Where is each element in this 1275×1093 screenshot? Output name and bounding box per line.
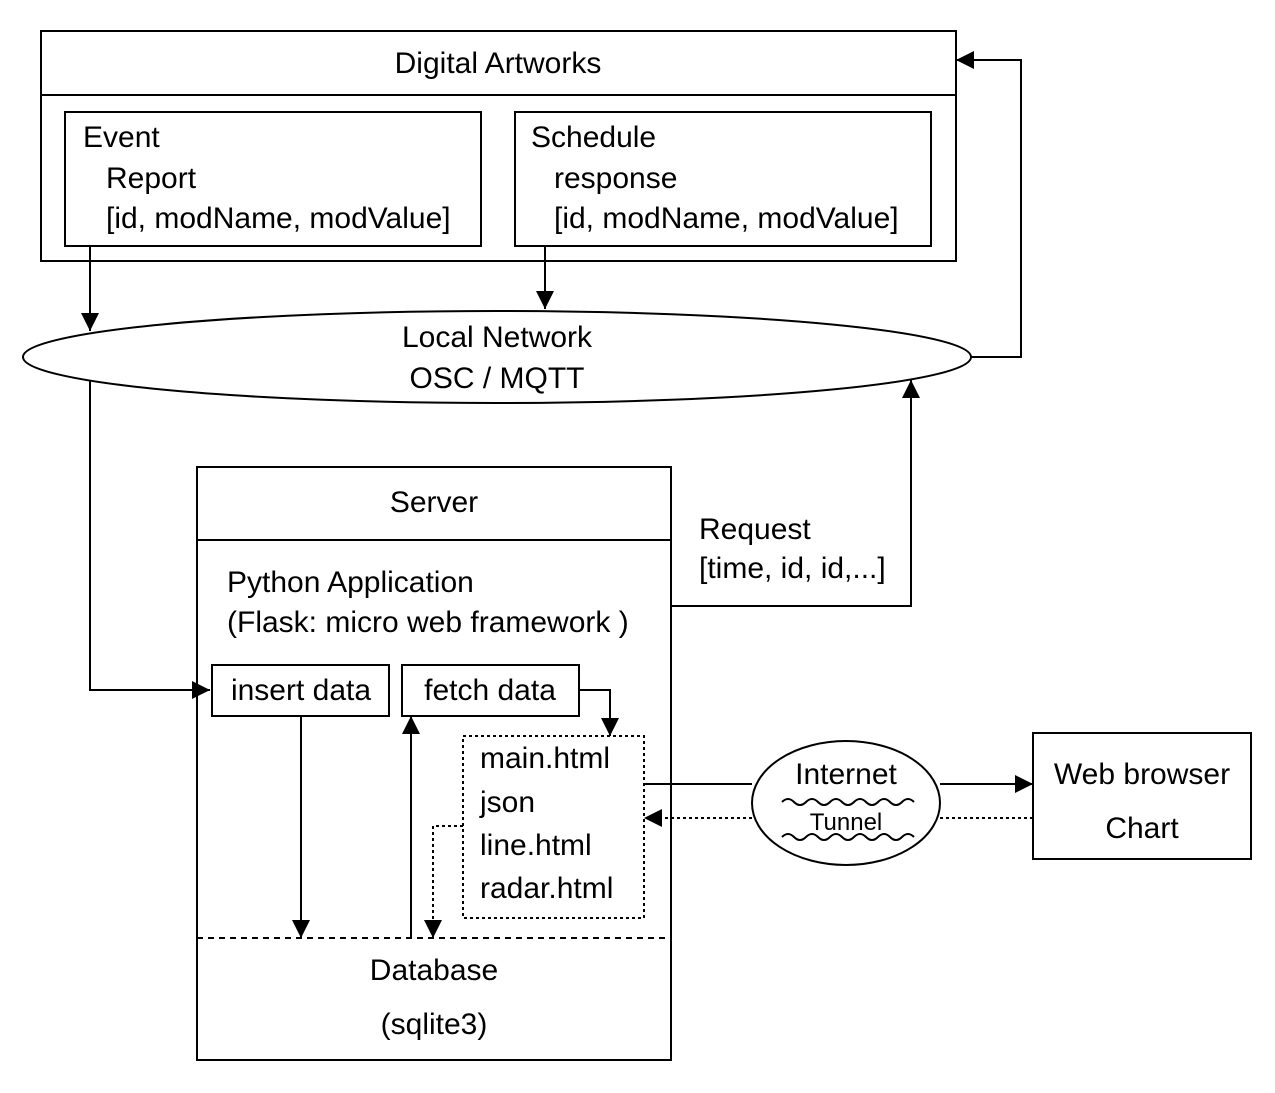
file-radar-html: radar.html [480,872,613,905]
fetch-to-files-arrow [579,689,619,736]
network-to-artworks-arrow [956,51,1022,358]
request-fields: [time, id, id,...] [699,552,886,585]
fetch-data-box: fetch data [401,664,580,717]
files-box: main.html json line.html radar.html [462,735,645,919]
osc-mqtt-label: OSC / MQTT [410,362,585,395]
web-browser-label: Web browser [1054,758,1230,791]
flask-label: (Flask: micro web framework ) [227,606,629,639]
event-fields: [id, modName, modValue] [106,202,451,235]
server-title: Server [390,486,478,519]
local-network-label: Local Network [402,321,593,354]
event-report-box: Event Report [id, modName, modValue] [64,111,482,247]
server-box: Server Python Application (Flask: micro … [196,466,672,1061]
tunnel-label: Tunnel [810,809,883,836]
network-to-insert-arrow [89,380,210,699]
event-label: Event [83,121,160,154]
chart-label: Chart [1105,812,1179,845]
digital-artworks-box: Digital Artworks [40,30,957,262]
internet-label: Internet [795,758,897,791]
tunnel-wave-top [781,798,915,806]
web-browser-box: Web browser Chart [1032,732,1252,860]
schedule-fields: [id, modName, modValue] [554,202,899,235]
digital-artworks-title: Digital Artworks [395,47,602,80]
fetch-data-label: fetch data [424,674,556,707]
file-main-html: main.html [480,742,610,775]
response-label: response [554,162,677,195]
request-label: Request [699,513,811,546]
local-network-ellipse: Local Network OSC / MQTT [22,310,972,404]
report-label: Report [106,162,197,195]
file-line-html: line.html [480,829,592,862]
json-to-database-arrow [424,825,463,938]
file-json: json [479,786,535,819]
schedule-label: Schedule [531,121,656,154]
tunnel-wave-bottom [781,833,915,841]
schedule-response-box: Schedule response [id, modName, modValue… [514,111,932,247]
insert-data-box: insert data [211,664,390,717]
insert-data-label: insert data [231,674,371,707]
request-arrow [671,380,920,607]
database-label: Database [370,954,498,987]
internet-ellipse: Internet Tunnel [751,740,941,866]
python-app-label: Python Application [227,566,474,599]
sqlite-label: (sqlite3) [381,1008,488,1041]
